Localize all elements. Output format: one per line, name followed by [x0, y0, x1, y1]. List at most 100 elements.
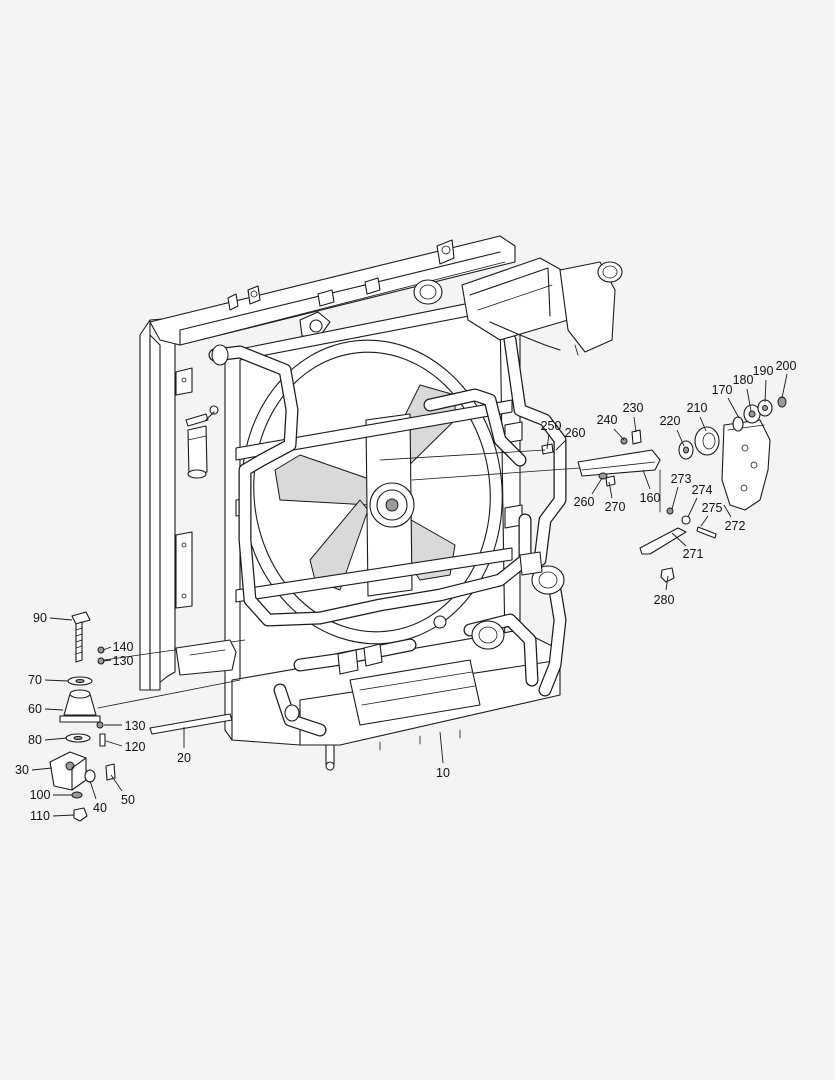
callout-label-c240: 240 — [597, 413, 618, 427]
callout-label-c270: 270 — [605, 500, 626, 514]
callout-leader-c273 — [671, 486, 679, 510]
callout-leader-c250 — [546, 433, 550, 450]
bracket-30 — [49, 751, 87, 791]
upper-left-fitting — [211, 344, 229, 366]
bolt-230 — [631, 429, 642, 445]
callout-label-c260b: 260 — [574, 495, 595, 509]
callout-label-c271: 271 — [683, 547, 704, 561]
washer-240 — [620, 437, 628, 445]
strap-20 — [149, 713, 233, 735]
callout-labels: 1020304050607080901001101201301301401601… — [15, 359, 796, 823]
nut-270 — [605, 475, 616, 487]
nut-280 — [660, 567, 675, 583]
callout-leader-c90 — [49, 617, 73, 621]
bracket-kit — [379, 396, 787, 583]
lifting-eye-left — [247, 285, 261, 305]
bolt-275 — [696, 526, 717, 539]
coolant-hoses — [208, 333, 567, 737]
lower-left-shelf — [175, 639, 237, 676]
washer-130-lower — [96, 721, 104, 729]
lower-cross-brace — [235, 547, 513, 603]
callout-label-c70: 70 — [28, 673, 42, 687]
lifting-eye-right — [436, 239, 455, 265]
mount-parts — [49, 611, 246, 822]
callout-leader-c180 — [746, 388, 752, 412]
callout-leader-c260a — [555, 439, 567, 451]
bolt-250 — [541, 443, 554, 455]
lower-pipe-end — [471, 620, 505, 650]
callout-leader-c120 — [105, 740, 123, 747]
callout-label-c272: 272 — [725, 519, 746, 533]
callout-label-c280: 280 — [654, 593, 675, 607]
callout-label-c140: 140 — [113, 640, 134, 654]
callout-leader-c110 — [52, 814, 75, 817]
callout-leader-c60 — [44, 708, 64, 711]
callout-leader-c40 — [89, 780, 97, 800]
filler-cap — [597, 261, 623, 283]
callout-leader-c210 — [699, 416, 707, 432]
spacer-170 — [732, 416, 744, 432]
callout-label-c220: 220 — [660, 414, 681, 428]
callout-label-c10: 10 — [436, 766, 450, 780]
callout-label-c274: 274 — [692, 483, 713, 497]
callout-leader-c230 — [633, 416, 637, 433]
expansion-tank-end — [559, 261, 616, 353]
callout-leader-c130a — [102, 659, 112, 662]
callout-label-c120: 120 — [125, 740, 146, 754]
callout-label-c130a: 130 — [113, 654, 134, 668]
callout-label-c190: 190 — [753, 364, 774, 378]
callout-label-c260a: 260 — [565, 426, 586, 440]
callout-label-c90: 90 — [33, 611, 47, 625]
callout-leader-c160 — [642, 469, 651, 490]
left-panel-edge — [149, 334, 161, 691]
callout-label-c20: 20 — [177, 751, 191, 765]
callout-leader-c274 — [687, 497, 698, 518]
left-bracket-lower — [175, 531, 193, 609]
callout-leader-c80 — [44, 737, 68, 741]
callout-label-c80: 80 — [28, 733, 42, 747]
drain-plug — [325, 744, 335, 765]
callout-label-c50: 50 — [121, 793, 135, 807]
callout-leader-c50 — [110, 774, 123, 792]
callout-leader-c190 — [764, 379, 767, 403]
callout-label-c180: 180 — [733, 373, 754, 387]
washer-40 — [84, 769, 96, 783]
callout-leader-c270 — [608, 481, 613, 499]
callout-label-c40: 40 — [93, 801, 107, 815]
mount-plate-272 — [721, 419, 771, 511]
bolt-50 — [105, 763, 116, 781]
callout-leader-c200 — [781, 373, 788, 399]
callout-leader-c170 — [727, 397, 740, 419]
callout-leader-c220 — [676, 429, 685, 447]
callout-label-c210: 210 — [687, 401, 708, 415]
callout-label-c170: 170 — [712, 383, 733, 397]
callout-leader-c272 — [723, 504, 732, 518]
radiator-assembly — [139, 235, 623, 771]
callout-leader-c280 — [665, 575, 669, 591]
callout-label-c230: 230 — [623, 401, 644, 415]
callout-label-c200: 200 — [776, 359, 797, 373]
callout-leader-c140 — [102, 646, 112, 651]
callout-leader-c70 — [44, 679, 69, 682]
callout-label-c60: 60 — [28, 702, 42, 716]
nut-274 — [681, 515, 691, 525]
washer-273 — [666, 507, 674, 515]
left-bracket-upper — [175, 367, 193, 396]
nut-200 — [777, 396, 787, 408]
callout-leader-c30 — [31, 767, 53, 771]
bolt-90 — [71, 611, 91, 625]
receiver-drier — [185, 405, 219, 479]
callout-label-c250: 250 — [541, 419, 562, 433]
callout-label-c30: 30 — [15, 763, 29, 777]
washer-100 — [71, 791, 83, 799]
top-port — [413, 279, 443, 305]
callout-label-c160: 160 — [640, 491, 661, 505]
callout-leader-c275 — [700, 515, 709, 527]
callout-leader-c271 — [671, 532, 687, 547]
callout-leader-c260b — [591, 477, 603, 495]
callout-leader-c240 — [613, 428, 625, 441]
callout-label-c275: 275 — [702, 501, 723, 515]
strap-271 — [639, 527, 687, 555]
bracket-160 — [577, 449, 661, 477]
